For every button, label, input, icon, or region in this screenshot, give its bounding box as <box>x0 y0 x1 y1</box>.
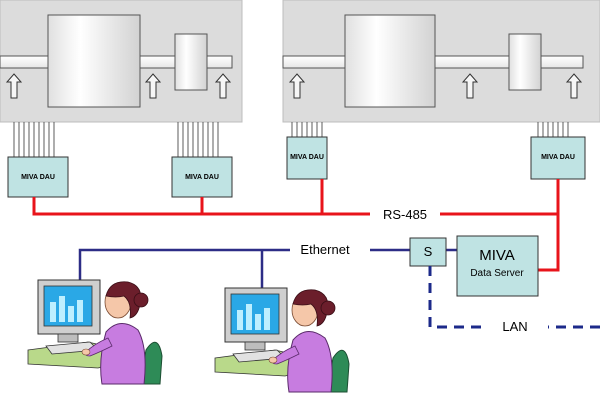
lan-label-backdrop <box>482 316 548 336</box>
data-server: MIVA Data Server <box>456 235 539 297</box>
sensor-wires <box>13 122 569 157</box>
dau-unit: MIVA DAU <box>530 136 586 180</box>
dau-label: MIVA DAU <box>541 154 575 161</box>
rs485-label: RS-485 <box>383 207 427 222</box>
dau-unit: MIVA DAU <box>7 156 69 198</box>
dau-label: MIVA DAU <box>21 174 55 181</box>
dau-label: MIVA DAU <box>290 154 324 161</box>
rs485-bus <box>32 179 560 272</box>
machine-panel-left <box>0 0 243 123</box>
dau-unit: MIVA DAU <box>171 156 233 198</box>
switch-label: S <box>424 244 433 259</box>
machine-gearbox <box>174 33 208 91</box>
network-switch: S <box>409 237 447 267</box>
server-title: MIVA <box>479 247 515 264</box>
machine-panel-right <box>282 0 600 123</box>
person-at-computer-icon <box>27 279 163 385</box>
ethernet-label: Ethernet <box>300 242 350 257</box>
server-subtitle: Data Server <box>470 268 524 279</box>
lan-label: LAN <box>502 319 527 334</box>
machine-gearbox <box>508 33 542 91</box>
dau-unit: MIVA DAU <box>286 136 328 180</box>
machine-main-housing <box>344 14 436 108</box>
dau-label: MIVA DAU <box>185 174 219 181</box>
machine-main-housing <box>47 14 141 108</box>
person-at-computer-icon <box>214 287 350 393</box>
ethernet-network <box>78 248 457 292</box>
